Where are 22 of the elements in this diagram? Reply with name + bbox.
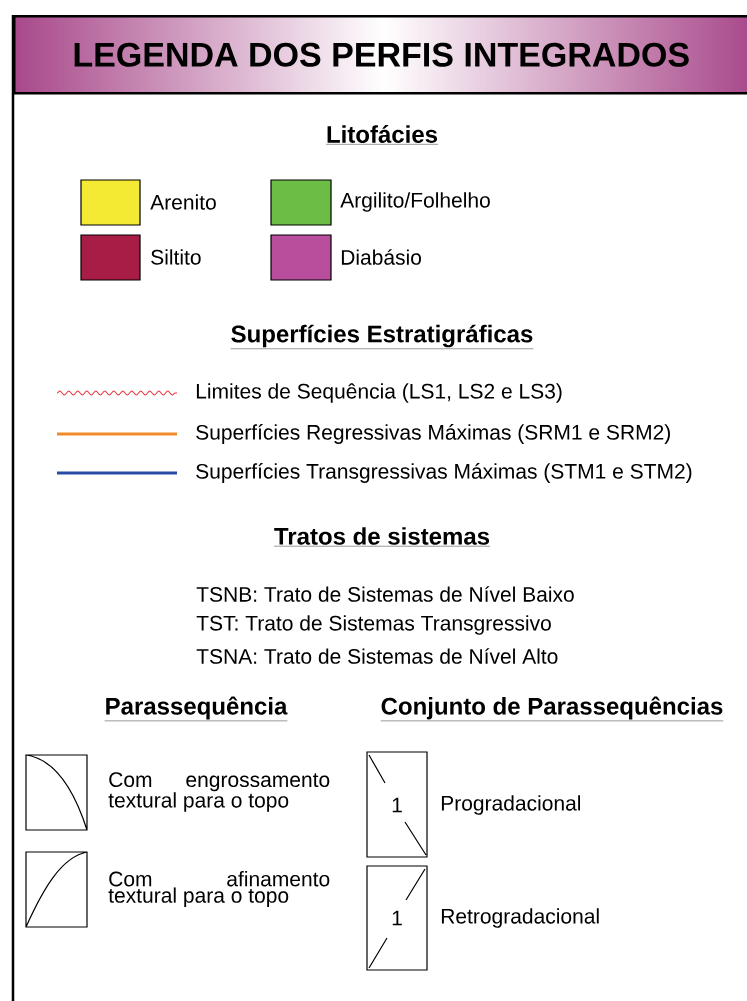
legend-label: Diabásio [341,249,421,265]
legend-label: Argilito/Folhelho [340,192,490,212]
legend-label: Limites de Sequência (LS1, LS2 e LS3) [196,383,562,403]
legend-label: Arenito [150,194,216,210]
legend-label: Com afinamento textural para o topo [108,871,330,907]
legend-label: Superfícies Regressivas Máximas (SRM1 e SRM2) [196,424,670,444]
note-text: TSNA: Trato de Sistemas de Nível Alto [196,648,558,664]
section-heading: Superfícies Estratigráficas [230,324,534,349]
note-text: TSNB: Trato de Sistemas de Nível Baixo [196,586,574,602]
note-text: TST: Trato de Sistemas Transgressivo [196,615,551,635]
section-heading: Tratos de sistemas [273,527,491,547]
legend-label: Com engrossamento textural para o topo [108,772,330,812]
legend-label: Retrogradacional [441,908,599,928]
section-heading: Conjunto de Parassequências [380,696,724,722]
box-number: 1 [392,910,402,926]
legend-label: Superfícies Transgressivas Máximas (STM1 e STM2) [196,463,692,483]
section-heading: Parassequência [104,696,288,722]
section-heading: Litofácies [325,125,439,145]
title-banner: LEGENDA DOS PERFIS INTEGRADOS [13,15,747,95]
box-number: 1 [392,797,402,813]
legend-label: Siltito [151,249,201,265]
legend-label: Progradacional [441,795,581,815]
